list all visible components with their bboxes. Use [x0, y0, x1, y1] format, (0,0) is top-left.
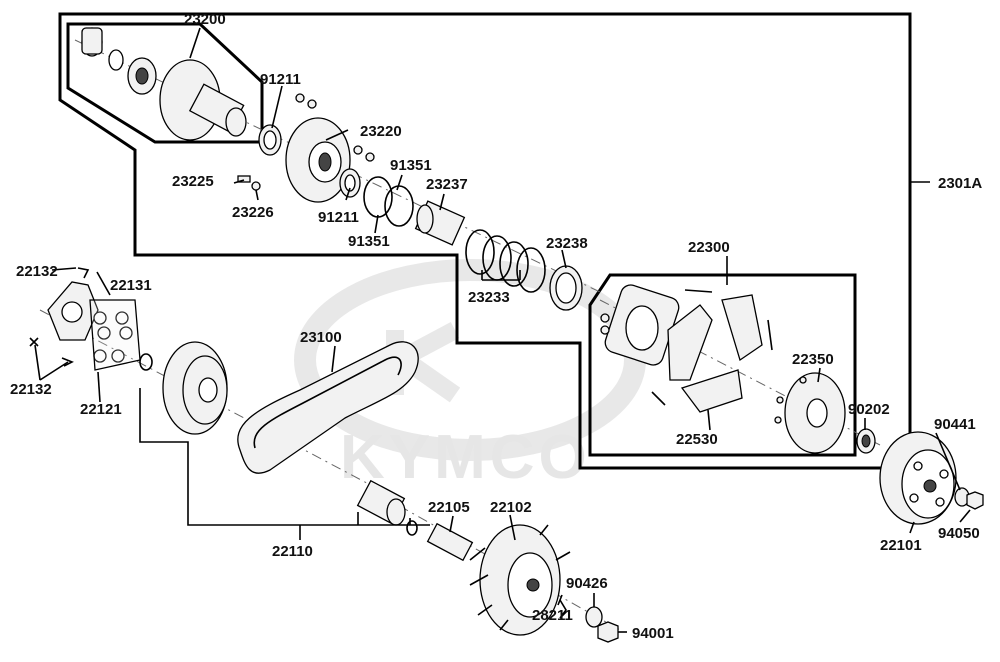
part-22102-drawing [469, 524, 571, 636]
label-22530: 22530 [676, 431, 718, 448]
label-23225: 23225 [172, 173, 214, 190]
part-22132-drawing [29, 267, 90, 367]
part-23200-drawing [81, 27, 247, 141]
label-22131: 22131 [110, 277, 152, 294]
part-90441-drawing [954, 487, 984, 510]
label-91351-top: 91351 [390, 157, 432, 174]
label-23220: 23220 [360, 123, 402, 140]
label-91211-bottom: 91211 [318, 209, 359, 226]
part-23237-drawing [414, 200, 466, 246]
label-28211: 28211 [532, 607, 573, 624]
label-90202: 90202 [848, 401, 890, 418]
part-23225-drawing [237, 175, 261, 191]
label-22132-bottom: 22132 [10, 381, 52, 398]
part-91211-upper-drawing [258, 93, 317, 156]
label-90441: 90441 [934, 416, 976, 433]
assembly-22300-frame [588, 273, 857, 457]
label-23238: 23238 [546, 235, 588, 252]
part-22101-drawing [879, 431, 957, 525]
part-labels: 23200 91211 23220 91351 23225 23237 2322… [10, 11, 982, 642]
label-23200: 23200 [184, 11, 226, 28]
label-22121: 22121 [80, 401, 122, 418]
label-94050: 94050 [938, 525, 980, 542]
leader-lines [34, 27, 971, 633]
label-22101: 22101 [880, 537, 922, 554]
label-23100: 23100 [300, 329, 342, 346]
part-23238-drawing [549, 265, 583, 311]
part-90202-drawing [856, 428, 876, 454]
label-22110: 22110 [272, 543, 313, 560]
label-94001: 94001 [632, 625, 674, 642]
label-22350: 22350 [792, 351, 834, 368]
part-22121-drawing [139, 341, 228, 435]
part-28211-drawing [559, 599, 619, 643]
label-23237: 23237 [426, 176, 468, 193]
part-22105-drawing [426, 522, 474, 562]
part-22131-drawing [47, 281, 141, 371]
label-91211-top: 91211 [260, 71, 301, 88]
part-23100-drawing [237, 341, 419, 474]
label-2301A: 2301A [938, 175, 982, 192]
part-22300-drawing [600, 284, 773, 413]
watermark-text: KYMCO [340, 423, 591, 492]
assembly-2301A-frame [58, 12, 912, 470]
label-22300: 22300 [688, 239, 730, 256]
label-22102: 22102 [490, 499, 532, 516]
label-23226: 23226 [232, 204, 274, 221]
label-22105: 22105 [428, 499, 470, 516]
part-22350-drawing [774, 372, 846, 454]
label-22132-top: 22132 [16, 263, 58, 280]
label-23233: 23233 [468, 289, 510, 306]
label-90426: 90426 [566, 575, 608, 592]
label-91351-bottom: 91351 [348, 233, 390, 250]
part-23220-drawing [285, 117, 375, 203]
